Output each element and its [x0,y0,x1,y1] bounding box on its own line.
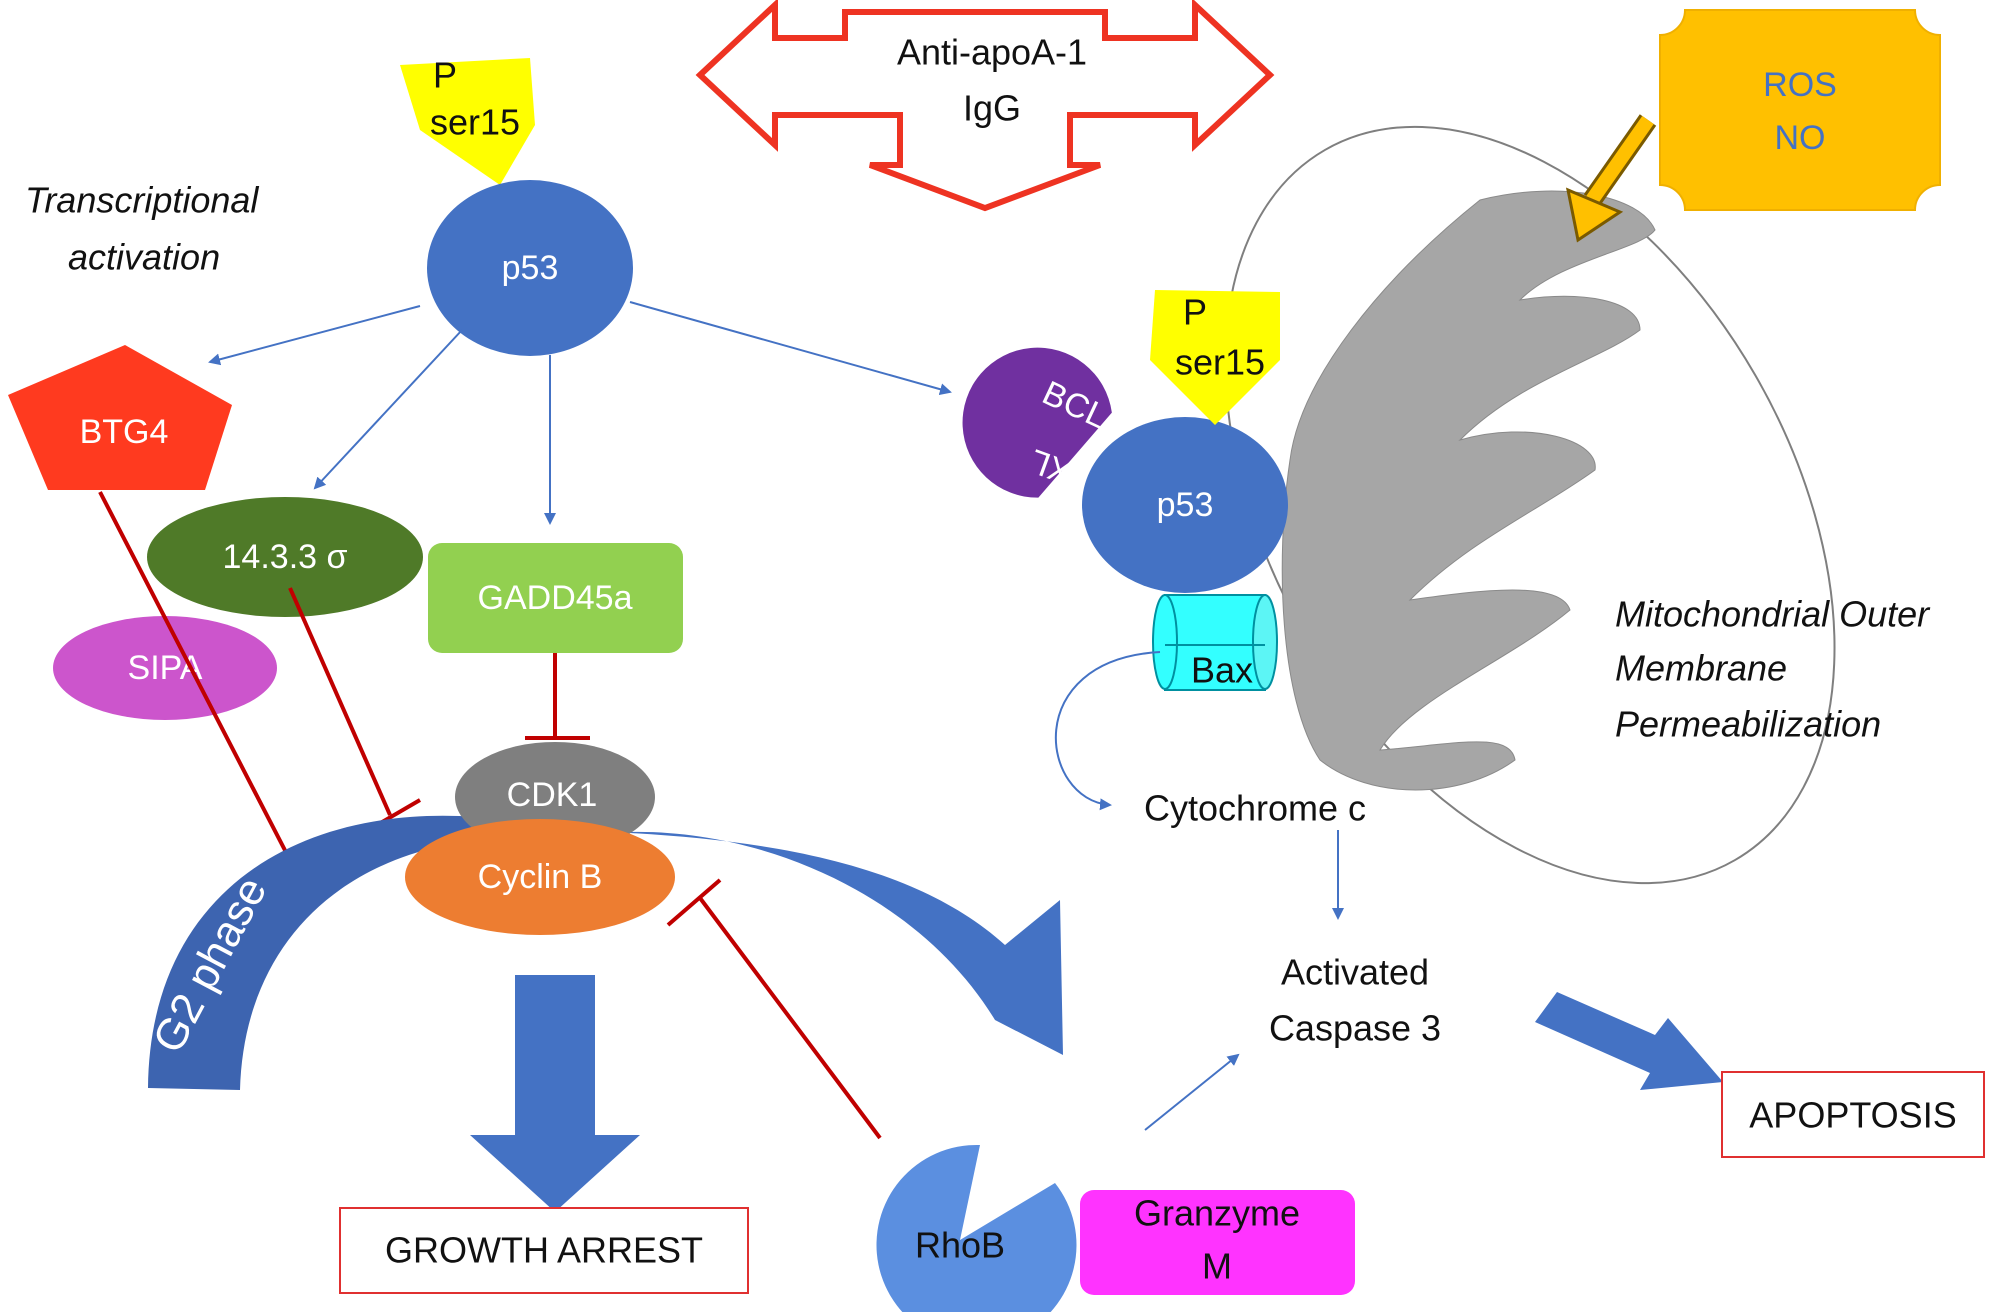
growth-arrest-label: GROWTH ARREST [385,1230,703,1271]
no-label: NO [1775,119,1826,157]
granzyme-label: Granzyme [1134,1193,1300,1234]
growth-arrest-box: GROWTH ARREST [339,1207,749,1294]
phospho-p-label-right: P [1183,292,1207,333]
apoptosis-label: APOPTOSIS [1749,1095,1956,1136]
phospho-site-label: ser15 [430,102,520,143]
momp-line1: Mitochondrial Outer [1615,594,1931,635]
triple-arrow-shape [695,0,1275,212]
granzyme-m-node: Granzyme M [1080,1190,1355,1295]
cyclin-b-node: Cyclin B [405,819,675,935]
phospho-p-label: P [433,55,457,96]
ros-no-box: ROS NO [1659,9,1941,211]
igg-label: IgG [963,88,1021,129]
inhibit-rhob-cyclinb [698,896,882,1140]
btg4-label: BTG4 [80,413,169,451]
mitochondrial-cristae [1281,190,1656,791]
phospho-tag-right: P ser15 [1150,290,1280,425]
caspase-activated-label: Activated [1281,952,1429,993]
granzyme-m-label: M [1202,1246,1232,1287]
rhob-label: RhoB [915,1225,1005,1266]
mitochondrion [1224,125,1836,885]
inhibit-bar-rhob [666,878,722,927]
gadd45a-label: GADD45a [478,579,633,617]
gadd45a-node: GADD45a [428,543,683,653]
growth-arrest-arrow [470,975,640,1212]
caspase-3-label: Caspase 3 [1269,1008,1441,1049]
p53-node-right: p53 [1082,417,1288,593]
sipa-node: SIPA [53,616,277,720]
bcl-xl-node: BCL -XL [962,347,1113,498]
arrow-granzyme-caspase [1144,1053,1240,1131]
arrow-p53-1433 [313,329,463,490]
transcriptional-label: Transcriptional [25,180,259,221]
phospho-site-label-right: ser15 [1175,342,1265,383]
bax-node: Bax [1152,594,1278,691]
btg4-node: BTG4 [8,345,232,490]
p53-node-left: p53 [427,180,633,356]
apoptosis-arrow [1535,992,1723,1090]
arrow-bax-cytochrome [1054,651,1161,811]
apoptosis-box: APOPTOSIS [1721,1071,1985,1158]
arrow-p53-mito [629,301,952,396]
rhob-node: RhoB [876,1144,1077,1312]
p53-right-label: p53 [1157,486,1214,524]
inhibit-1433-cyclinb [288,587,392,816]
sigma-1433-label: 14.3.3 σ [223,538,348,576]
arrow-p53-btg4 [208,305,421,366]
ros-arrow [1565,114,1657,243]
sigma-1433-node: 14.3.3 σ [147,497,423,617]
bax-label: Bax [1191,650,1253,691]
activation-label: activation [68,237,220,278]
cytochrome-c-label: Cytochrome c [1144,788,1366,829]
momp-line2: Membrane [1615,648,1787,689]
cdk1-label: CDK1 [507,776,598,814]
cyclin-b-label: Cyclin B [478,858,603,896]
p53-left-label: p53 [502,249,559,287]
anti-apoa1-igg-signal: Anti-apoA-1 IgG [695,0,1275,212]
ros-label: ROS [1763,66,1837,104]
phospho-tag-left: P ser15 [400,55,535,185]
anti-apoa1-label: Anti-apoA-1 [897,32,1087,73]
inhibit-btg4-cyclinb [98,491,292,861]
momp-line3: Permeabilization [1615,704,1881,745]
